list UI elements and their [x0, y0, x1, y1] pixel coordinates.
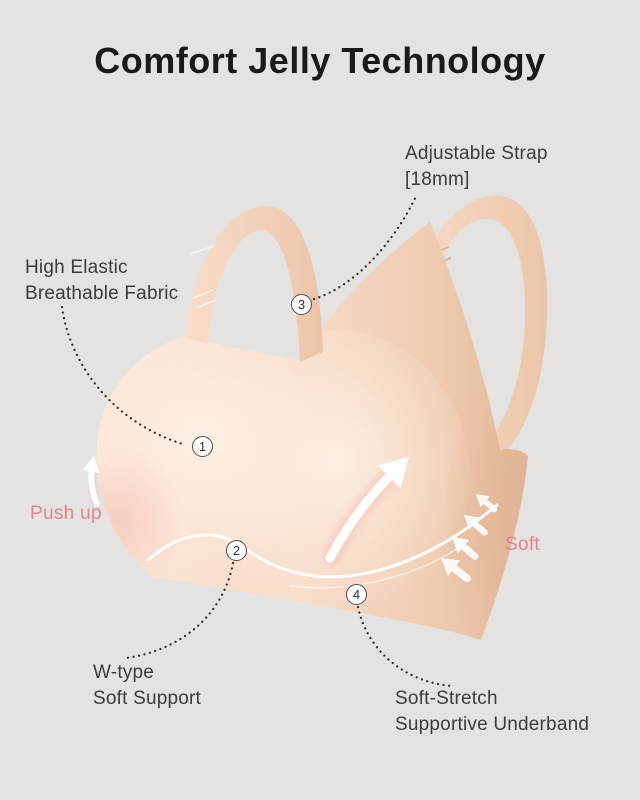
callout-underband: Soft-Stretch Supportive Underband	[395, 686, 589, 738]
leader-fabric	[60, 305, 188, 447]
callout-fabric-line2: Breathable Fabric	[25, 283, 179, 304]
leader-support	[124, 561, 235, 660]
strap-slider-icon	[189, 245, 217, 309]
leader-strap	[312, 192, 419, 301]
leader-lines	[60, 192, 454, 688]
callout-fabric: High Elastic Breathable Fabric	[25, 255, 178, 307]
w-support-line	[146, 503, 499, 589]
page-title: Comfort Jelly Technology	[94, 40, 546, 81]
right-cup-highlight	[200, 330, 470, 620]
soft-label: Soft	[505, 534, 540, 555]
callout-strap: Adjustable Strap [18mm]	[405, 141, 548, 193]
callout-fabric-line1: High Elastic	[25, 257, 128, 278]
band-shadow	[445, 350, 528, 640]
marker-1: 1	[192, 436, 213, 457]
callout-strap-line2: [18mm]	[405, 169, 470, 190]
callout-support-line1: W-type	[93, 662, 155, 683]
marker-2: 2	[226, 540, 247, 561]
callout-support-line2: Soft Support	[93, 688, 202, 709]
marker-4: 4	[346, 584, 367, 605]
callout-strap-line1: Adjustable Strap	[405, 143, 548, 164]
left-strap	[186, 205, 323, 362]
callout-underband-line1: Soft-Stretch	[395, 688, 498, 709]
callout-underband-line2: Supportive Underband	[395, 714, 590, 735]
marker-3: 3	[291, 294, 312, 315]
lift-arrow-icon	[323, 457, 409, 565]
push-up-label: Push up	[30, 503, 102, 524]
push-up-arrow-icon	[82, 456, 102, 509]
callout-support: W-type Soft Support	[93, 660, 201, 712]
